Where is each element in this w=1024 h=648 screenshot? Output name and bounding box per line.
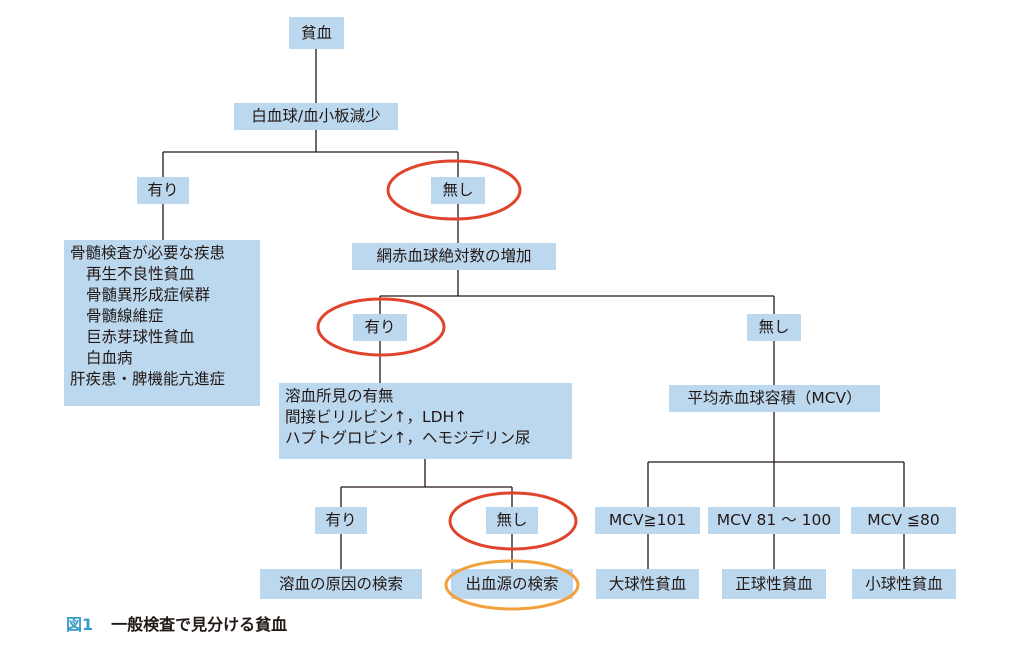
reticulocyte-node: 網赤血球絶対数の増加 xyxy=(352,243,556,270)
microcytic-anemia-node: 小球性貧血 xyxy=(852,569,956,599)
megaloblastic-anemia: 巨赤芽球性貧血 xyxy=(86,328,195,346)
liver-spleen-disease: 肝疾患・脾機能亢進症 xyxy=(70,370,226,388)
yes-node: 有り xyxy=(315,507,367,534)
hemolysis-findings-node: 溶血所見の有無 間接ビリルビン↑，LDH↑ ハプトグロビン↑，ヘモジデリン尿 xyxy=(279,383,572,459)
no-node: 無し xyxy=(486,507,538,534)
wbc-plt-decrease-node: 白血球/血小板減少 xyxy=(234,103,398,130)
mcv-high-node: MCV≧101 xyxy=(595,507,700,534)
anemia-node: 貧血 xyxy=(289,17,344,49)
myelofibrosis: 骨髄線維症 xyxy=(86,307,164,325)
normocytic-anemia-node: 正球性貧血 xyxy=(722,569,826,599)
hemolysis-cause-search-node: 溶血の原因の検索 xyxy=(260,569,422,599)
bleeding-source-search-node: 出血源の検索 xyxy=(451,569,573,599)
figure-title: 一般検査で見分ける貧血 xyxy=(111,615,288,634)
figure-label: 図1 xyxy=(66,615,94,634)
bilirubin-ldh: 間接ビリルビン↑，LDH↑ xyxy=(285,408,468,426)
yes-node: 有り xyxy=(137,177,189,204)
leukemia: 白血病 xyxy=(86,349,133,367)
mcv-low-node: MCV ≦80 xyxy=(851,507,956,534)
mcv-mid-node: MCV 81 ～ 100 xyxy=(708,507,840,534)
haptoglobin-hemosiderin: ハプトグロビン↑，ヘモジデリン尿 xyxy=(285,429,531,447)
yes-node: 有り xyxy=(353,314,407,341)
no-node: 無し xyxy=(747,314,801,341)
aplastic-anemia: 再生不良性貧血 xyxy=(86,265,195,283)
marrow-exam-diseases-node: 骨髄検査が必要な疾患 再生不良性貧血 骨髄異形成症候群 骨髄線維症 巨赤芽球性貧… xyxy=(64,240,260,406)
marrow-heading: 骨髄検査が必要な疾患 xyxy=(70,244,226,262)
mcv-node: 平均赤血球容積（MCV） xyxy=(669,385,880,412)
macrocytic-anemia-node: 大球性貧血 xyxy=(596,569,699,599)
no-node: 無し xyxy=(431,177,485,204)
figure-caption: 図1 一般検査で見分ける貧血 xyxy=(66,611,287,635)
hemolysis-heading: 溶血所見の有無 xyxy=(285,387,394,405)
mds: 骨髄異形成症候群 xyxy=(86,286,211,304)
